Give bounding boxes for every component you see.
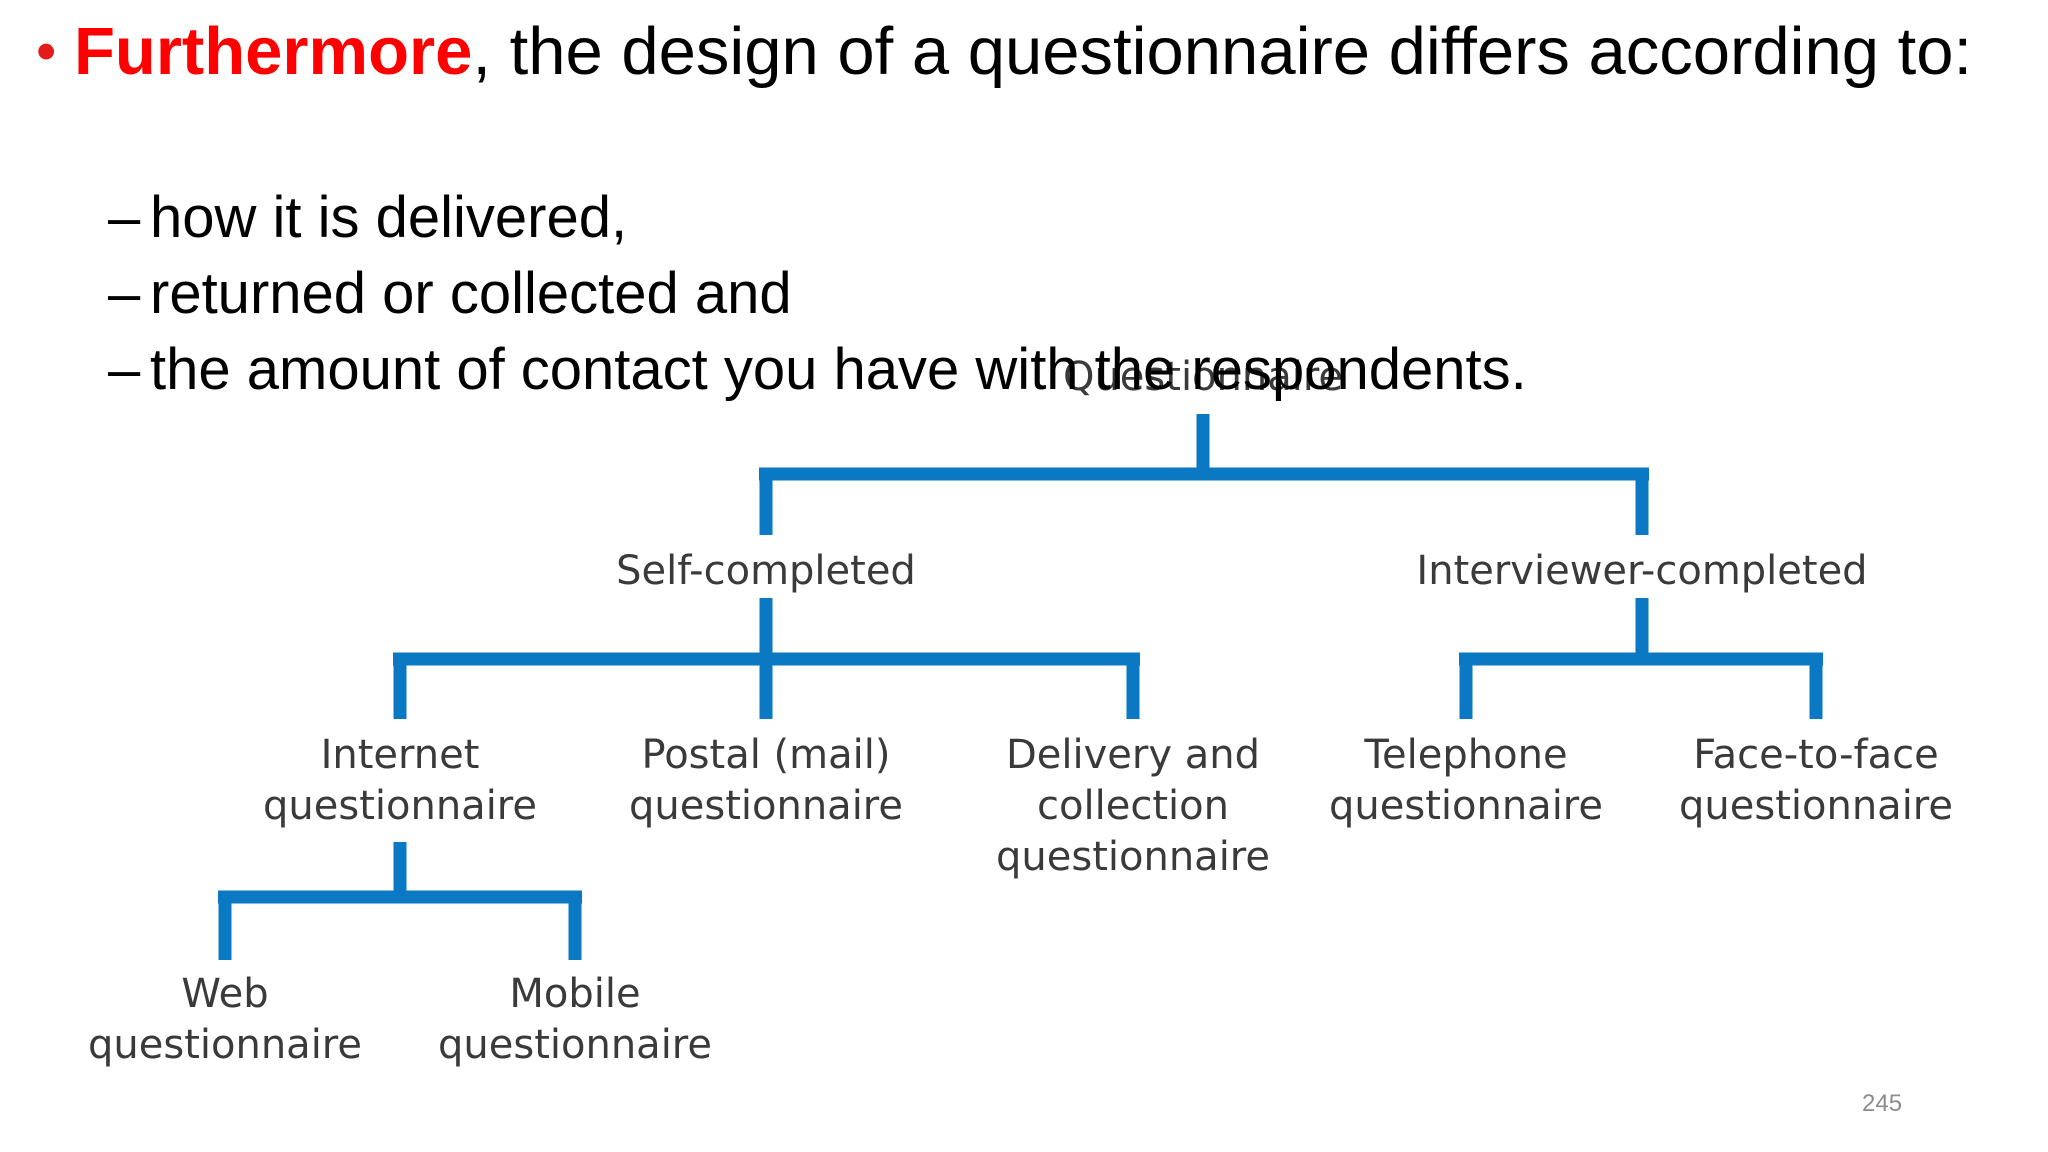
sub-bullet-list: –how it is delivered, –returned or colle… (108, 180, 1527, 408)
dash-icon: – (108, 337, 141, 402)
bullet-text: Furthermore, the design of a questionnai… (74, 14, 2020, 90)
node-delivery-line2: collection (1037, 783, 1229, 829)
node-web-line2: questionnaire (88, 1022, 362, 1068)
sub-bullet-item: –the amount of contact you have with the… (108, 332, 1527, 408)
dash-icon: – (108, 185, 141, 250)
bullet-dot-icon: • (36, 19, 57, 84)
node-delivery-line3: questionnaire (996, 834, 1270, 880)
sub-bullet-item: –returned or collected and (108, 256, 1527, 332)
main-bullet: • Furthermore, the design of a questionn… (36, 14, 2020, 90)
node-web-line1: Web (181, 971, 268, 1017)
node-mobile-line2: questionnaire (438, 1022, 712, 1068)
node-delivery-line1: Delivery and (1006, 732, 1260, 778)
bullet-highlight: Furthermore (74, 14, 473, 89)
node-telephone-line1: Telephone (1363, 732, 1567, 778)
node-postal-line2: questionnaire (629, 783, 903, 829)
node-internet-line2: questionnaire (263, 783, 537, 829)
node-telephone-line2: questionnaire (1329, 783, 1603, 829)
node-face-to-face-line1: Face-to-face (1693, 732, 1938, 778)
node-interviewer-completed: Interviewer-completed (1416, 548, 1867, 594)
dash-icon: – (108, 261, 141, 326)
node-labels: Questionnaire Self-completed Interviewer… (88, 354, 1953, 1068)
connector-lines (218, 414, 1823, 960)
node-postal-line1: Postal (mail) (642, 732, 891, 778)
sub-bullet-item: –how it is delivered, (108, 180, 1527, 256)
node-internet-line1: Internet (321, 732, 480, 778)
node-face-to-face-line2: questionnaire (1679, 783, 1953, 829)
node-root: Questionnaire (1063, 354, 1343, 400)
bullet-body: , the design of a questionnaire differs … (472, 14, 1973, 89)
node-mobile-line1: Mobile (509, 971, 640, 1017)
page-number: 245 (1862, 1090, 1903, 1117)
node-self-completed: Self-completed (616, 548, 916, 594)
